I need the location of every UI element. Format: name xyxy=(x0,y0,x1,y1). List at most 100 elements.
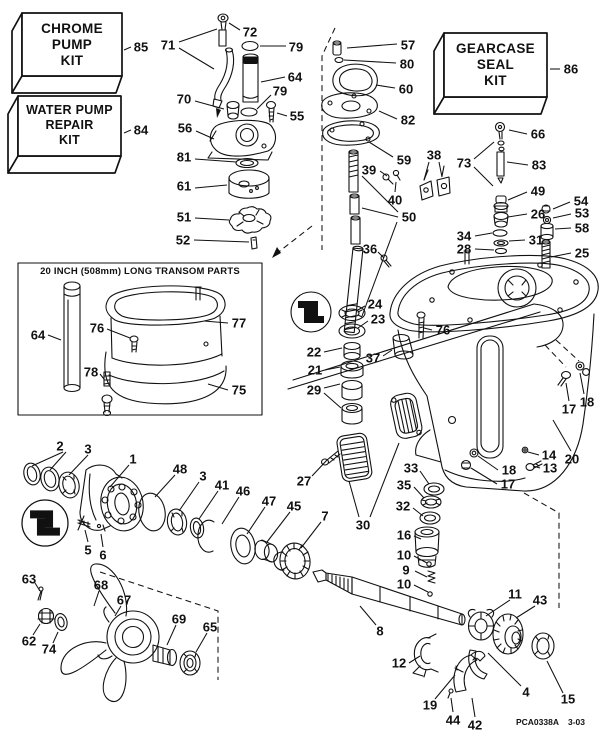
leader-line-67 xyxy=(114,605,122,617)
part-label-68: 68 xyxy=(94,578,108,593)
seal-kit-parts xyxy=(492,121,554,269)
bearing-carrier-assembly xyxy=(21,462,311,580)
part-label-67: 67 xyxy=(117,593,131,608)
o-ring-48 xyxy=(138,492,166,532)
washer-14-bolt-13 xyxy=(521,446,543,471)
clip-6 xyxy=(96,523,106,532)
kit-line: SEAL xyxy=(476,56,515,72)
driveshaft-tube-long xyxy=(63,281,81,393)
leader-line-19 xyxy=(434,674,456,700)
leader-line-38 xyxy=(438,161,443,178)
bushing-45 xyxy=(254,539,279,563)
part-label-64: 64 xyxy=(31,328,46,343)
retaining-ring-46 xyxy=(197,519,215,553)
part-label-10: 10 xyxy=(397,577,411,592)
washer-74 xyxy=(54,613,68,631)
leader-line-77 xyxy=(203,320,229,324)
spacer-65 xyxy=(179,650,201,676)
impeller-51 xyxy=(228,206,272,234)
part-label-69: 69 xyxy=(172,612,186,627)
kit-line: KIT xyxy=(58,132,81,147)
leader-line-55 xyxy=(276,112,288,117)
leader-line-57 xyxy=(346,43,398,49)
seal-2a xyxy=(23,462,41,486)
kit-box-gearcase-seal xyxy=(433,32,548,115)
washer-28 xyxy=(494,247,508,255)
leader-line-72 xyxy=(228,22,241,31)
part-label-11: 11 xyxy=(508,587,522,602)
leader-line-18 xyxy=(579,372,585,395)
water-intake-screens xyxy=(320,392,423,482)
bolt-76 xyxy=(416,311,426,339)
pin-5 xyxy=(77,519,91,528)
screen-slotted xyxy=(390,392,423,439)
part-label-26: 26 xyxy=(531,207,545,222)
leader-line-50 xyxy=(361,175,399,213)
leader-line-30 xyxy=(348,480,360,518)
part-label-77: 77 xyxy=(232,316,246,331)
kit-label-water-pump-repair: WATER PUMP REPAIR KIT xyxy=(18,103,121,147)
part-label-21: 21 xyxy=(308,363,322,378)
leader-line-1 xyxy=(109,464,130,488)
reverse-gear-43 xyxy=(492,613,524,655)
part-label-55: 55 xyxy=(290,109,304,124)
gasket-81 xyxy=(235,157,259,169)
shift-housing-16 xyxy=(414,526,440,568)
part-label-10: 10 xyxy=(397,548,411,563)
part-label-78: 78 xyxy=(84,365,98,380)
part-label-59: 59 xyxy=(397,153,411,168)
leader-line-14 xyxy=(527,451,540,456)
leader-line-30 xyxy=(369,442,400,518)
bearing-3b xyxy=(166,508,188,536)
part-label-83: 83 xyxy=(532,158,546,173)
leader-line-66 xyxy=(508,129,528,135)
leader-line-64 xyxy=(260,76,286,83)
leader-line-5 xyxy=(84,529,89,543)
part-label-12: 12 xyxy=(392,656,406,671)
propeller-assembly xyxy=(37,563,201,703)
leader-line-27 xyxy=(311,459,328,477)
part-label-7: 7 xyxy=(321,509,328,524)
part-label-29: 29 xyxy=(307,383,321,398)
kit-line: REPAIR xyxy=(45,117,94,132)
bracket-38 xyxy=(419,165,451,201)
part-label-86: 86 xyxy=(564,62,578,77)
stud-and-bolt xyxy=(101,371,113,417)
screw-36 xyxy=(380,254,392,268)
leader-line-29 xyxy=(323,392,342,409)
bushing-22 xyxy=(343,341,361,361)
detent-ball-10b xyxy=(427,591,433,597)
leader-line-46 xyxy=(221,496,240,525)
screw-17-top xyxy=(557,370,572,387)
part-label-35: 35 xyxy=(397,478,411,493)
tube-64 xyxy=(242,53,259,103)
part-label-19: 19 xyxy=(423,698,437,713)
o-ring-79-upper xyxy=(241,40,259,52)
part-label-71: 71 xyxy=(161,38,175,53)
leader-line-44 xyxy=(450,697,454,713)
water-pump-assembly xyxy=(207,13,277,250)
part-label-44: 44 xyxy=(446,713,461,728)
detent-ball-10a xyxy=(426,561,432,567)
o-ring-79-lower xyxy=(240,107,258,117)
pin-19 xyxy=(454,665,464,673)
leader-line-21 xyxy=(324,366,341,371)
pump-housing-56 xyxy=(207,119,277,161)
leader-line-26 xyxy=(507,213,528,218)
leader-line-11 xyxy=(485,599,511,617)
part-label-17: 17 xyxy=(562,402,576,417)
part-label-24: 24 xyxy=(368,297,383,312)
kit-line: CHROME xyxy=(41,21,103,36)
drawing-revision: 3-03 xyxy=(567,717,585,727)
leader-line-12 xyxy=(408,655,421,664)
fitting-49 xyxy=(493,195,509,213)
leader-line-62 xyxy=(32,623,41,636)
part-label-32: 32 xyxy=(396,499,410,514)
kit-label-gearcase-seal: GEARCASE SEAL KIT xyxy=(444,41,547,89)
seal-ring-60 xyxy=(332,63,378,97)
leader-line-36 xyxy=(377,251,385,259)
plate-82 xyxy=(321,92,378,119)
part-label-31: 31 xyxy=(529,233,543,248)
leader-line-31 xyxy=(508,239,526,242)
